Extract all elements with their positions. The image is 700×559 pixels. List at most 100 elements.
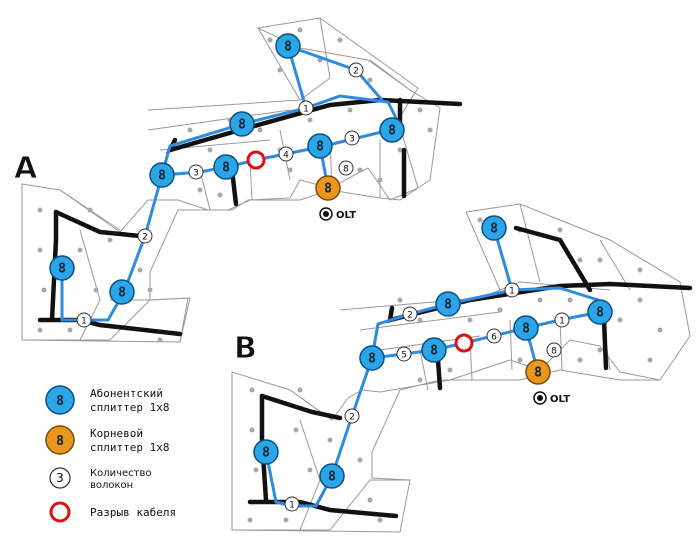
subscriber-splitter-icon: 8 [435,291,461,317]
diagram-b-houses [247,217,663,523]
svg-text:8: 8 [430,344,438,359]
fiber-count-badge: 2 [137,228,153,244]
diagram-b: B [231,203,693,533]
legend-break-label: Разрыв кабеля [90,506,176,519]
diagram-b-label: B [234,331,257,366]
svg-text:6: 6 [491,333,497,343]
legend-subscriber-line1: Абонентский [90,387,163,400]
diagram-a-cable-break-icon [246,150,266,170]
legend-fiber-count: 3 Количество волокон [49,467,152,491]
legend-root-line1: Корневой [90,427,143,440]
fiber-count-badge: 1 [76,312,92,328]
fiber-count-badge: 6 [486,328,502,344]
diagram-a-houses [37,27,433,343]
svg-text:8: 8 [343,165,349,175]
legend-root-splitter: 8 Корневой сплиттер 1х8 [45,425,169,455]
svg-text:2: 2 [349,413,355,423]
svg-text:1: 1 [303,105,309,115]
diagram-a-label: A [14,151,38,186]
svg-text:8: 8 [58,262,66,277]
fiber-count-badge: 5 [396,346,412,362]
subscriber-splitter-icon: 8 [49,255,75,281]
svg-text:8: 8 [284,40,292,55]
legend-subscriber-line2: сплиттер 1х8 [90,401,169,414]
svg-text:3: 3 [193,169,199,179]
diagram-b-trunk-cables [247,225,693,519]
fiber-count-badge: 3 [188,164,204,180]
svg-text:8: 8 [534,366,542,381]
subscriber-splitter-icon: 8 [109,279,135,305]
svg-text:2: 2 [142,233,148,243]
diagram-a-fiber-badges: 2 1 3 4 3 8 2 1 [76,62,364,328]
svg-text:8: 8 [262,446,270,461]
legend-fiber-line2: волокон [90,480,133,491]
subscriber-splitter-icon: 8 [481,215,507,241]
svg-text:3: 3 [56,471,64,485]
svg-text:2: 2 [407,311,413,321]
fiber-count-icon [49,467,71,489]
diagram-b-subscriber-splitters: 8 8 8 8 8 8 8 8 [253,215,613,489]
svg-text:8: 8 [118,286,126,301]
svg-text:5: 5 [401,351,407,361]
subscriber-splitter-icon [45,385,75,415]
subscriber-splitter-icon: 8 [149,162,175,188]
svg-text:8: 8 [56,434,64,449]
subscriber-splitter-icon: 8 [307,133,333,159]
svg-text:1: 1 [559,317,565,327]
subscriber-splitter-icon: 8 [319,463,345,489]
svg-text:8: 8 [551,347,557,357]
svg-text:1: 1 [289,501,295,511]
svg-text:8: 8 [158,169,166,184]
svg-text:8: 8 [388,124,396,139]
fiber-count-badge: 1 [298,100,314,116]
fiber-count-badge: 2 [344,408,360,424]
diagram-b-root-splitter-icon: 8 [525,359,551,385]
subscriber-splitter-icon: 8 [513,315,539,341]
root-splitter-icon [45,425,75,455]
fiber-count-badge: 2 [348,62,364,78]
subscriber-splitter-icon: 8 [421,337,447,363]
diagram-b-parcels [231,203,691,533]
fiber-count-badge: 4 [278,146,294,162]
svg-text:8: 8 [522,322,530,337]
legend: 8 Абонентский сплиттер 1х8 8 Корневой сп… [45,385,176,523]
cable-break-icon [49,501,71,523]
diagram-b-fiber-badges: 1 2 5 6 1 8 2 1 [284,282,570,512]
svg-text:8: 8 [56,394,64,409]
subscriber-splitter-icon: 8 [213,154,239,180]
svg-text:8: 8 [490,222,498,237]
svg-text:8: 8 [324,182,332,197]
svg-text:8: 8 [596,306,604,321]
olt-label: OLT [550,394,570,405]
subscriber-splitter-icon: 8 [359,345,385,371]
svg-text:2: 2 [353,67,359,77]
svg-text:1: 1 [509,287,515,297]
subscriber-splitter-icon: 8 [379,117,405,143]
svg-text:3: 3 [349,135,355,145]
diagram-a-subscriber-splitters: 8 8 8 8 8 8 8 8 [49,33,405,305]
subscriber-splitter-icon: 8 [229,111,255,137]
svg-text:4: 4 [283,151,289,161]
svg-text:8: 8 [368,352,376,367]
diagram-b-olt: OLT [533,391,570,405]
fiber-count-badge: 2 [402,306,418,322]
fiber-count-badge: 3 [344,130,360,146]
fiber-count-badge: 8 [546,342,562,358]
legend-cable-break: Разрыв кабеля [49,501,176,523]
diagram-a-fiber-lines [60,44,400,322]
legend-root-line2: сплиттер 1х8 [90,441,169,454]
legend-fiber-line1: Количество [90,468,152,479]
fiber-count-badge: 1 [284,496,300,512]
fiber-count-badge: 8 [338,160,354,176]
svg-text:1: 1 [81,317,87,327]
diagram-a-root-splitter-icon: 8 [315,175,341,201]
fiber-count-badge: 1 [554,312,570,328]
diagram-a-trunk-cables [37,97,463,337]
diagram-b-cable-break-icon [454,333,474,353]
svg-text:8: 8 [222,161,230,176]
olt-label: OLT [336,210,356,221]
svg-text:8: 8 [328,470,336,485]
subscriber-splitter-icon: 8 [253,439,279,465]
legend-subscriber-splitter: 8 Абонентский сплиттер 1х8 [45,385,169,415]
